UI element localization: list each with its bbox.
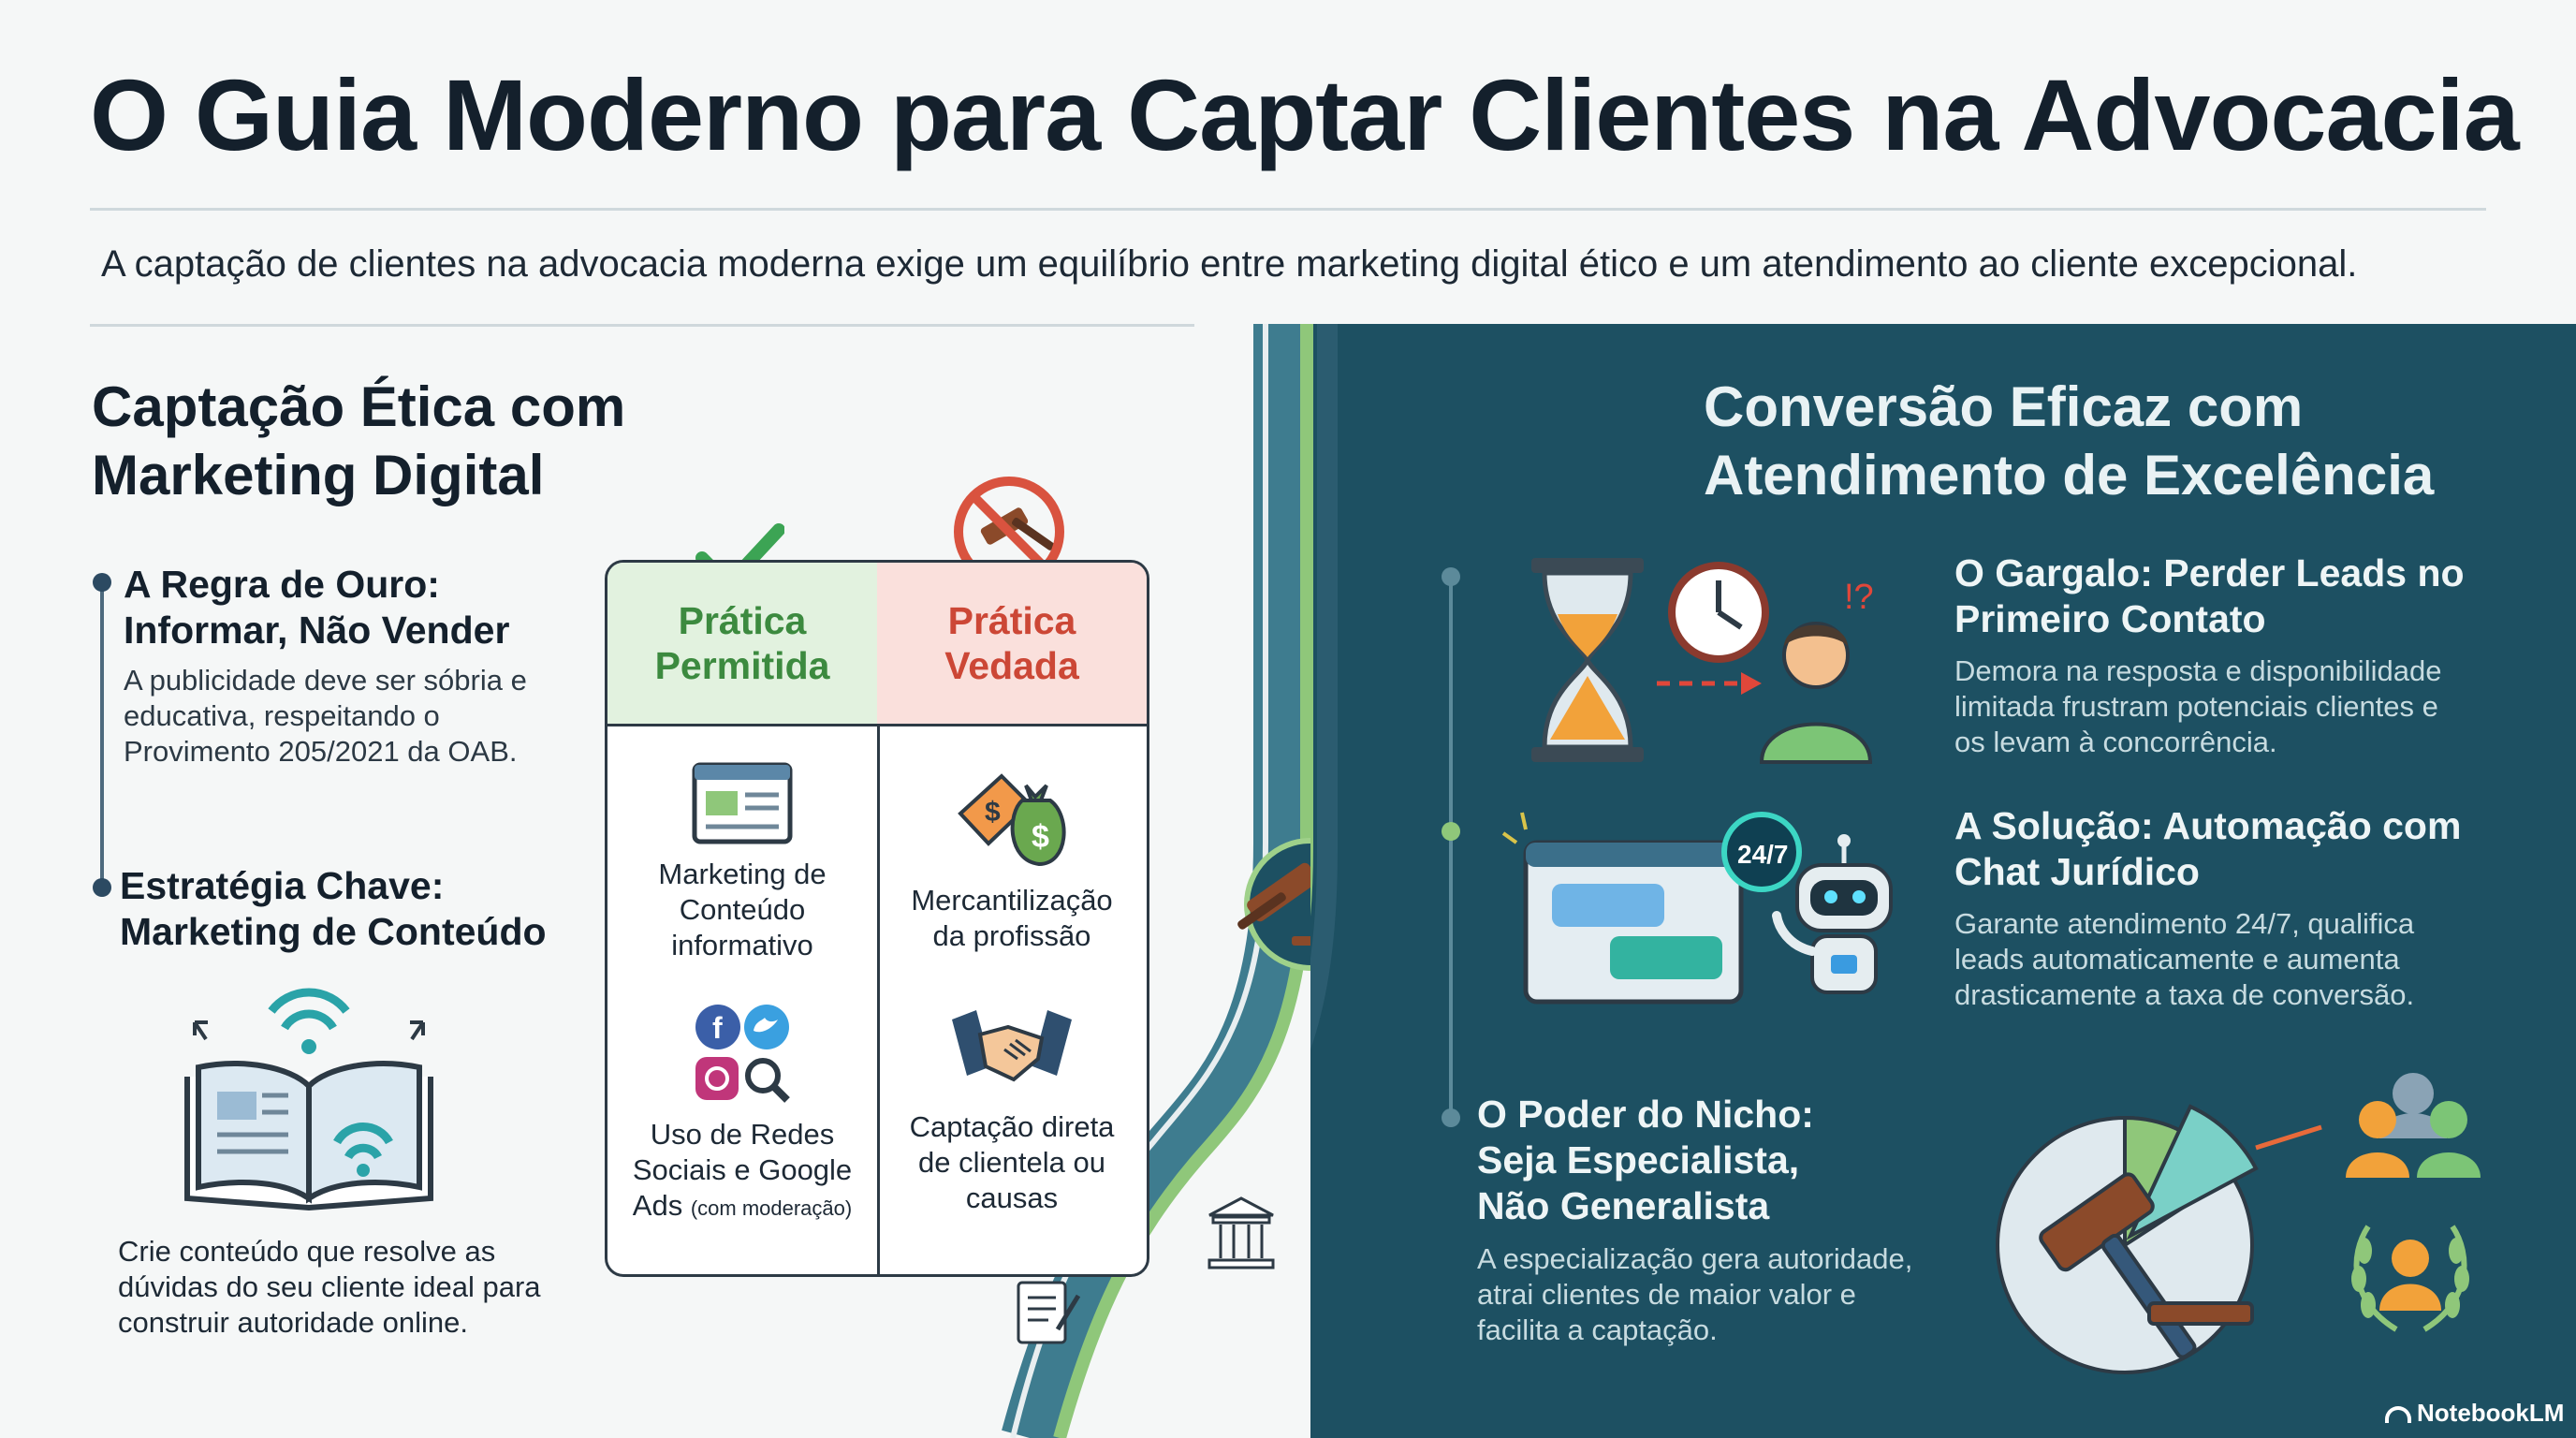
robot-icon <box>1772 834 1893 994</box>
handshake-icon <box>952 1010 1072 1082</box>
practices-table: Prática Permitida Marketing de Conteúdo … <box>605 560 1149 1277</box>
title-divider <box>90 208 2486 211</box>
golden-rule-title: A Regra de Ouro: Informar, Não Vender <box>124 563 510 653</box>
pie-chart-gavel-icon <box>1996 1104 2322 1374</box>
allowed-column: Prática Permitida Marketing de Conteúdo … <box>607 563 880 1274</box>
laurel-person-icon <box>2351 1225 2469 1332</box>
chat-automation-illustration: 24/7 <box>1501 812 1893 1005</box>
allowed-header: Prática Permitida <box>607 563 877 726</box>
frustrated-user-icon: !? <box>1759 578 1874 764</box>
niche-title: O Poder do Nicho: Seja Especialista, Não… <box>1477 1093 1814 1228</box>
svg-text:$: $ <box>1032 819 1049 855</box>
timeline-dot <box>1442 1108 1460 1127</box>
forbidden-item-commercialization: $ $ Mercantilização da profissão <box>877 757 1147 954</box>
left-section-heading: Captação Ética com Marketing Digital <box>92 375 626 507</box>
page-title: O Guia Moderno para Captar Clientes na A… <box>90 58 2520 171</box>
notebooklm-brand: NotebookLM <box>2385 1399 2564 1428</box>
delay-arrow-head <box>1741 672 1762 695</box>
open-book-wifi-icon <box>184 988 433 1211</box>
bottleneck-illustration: !? <box>1531 558 1874 764</box>
left-timeline-line <box>100 580 104 889</box>
bottleneck-text: Demora na resposta e disponibilidade lim… <box>1954 654 2442 758</box>
timeline-dot <box>93 573 111 592</box>
clock-icon <box>1668 562 1769 663</box>
allowed-item-social-ads: f Uso de Redes Sociais e Google Ads (com… <box>607 1001 877 1223</box>
webpage-icon <box>692 762 793 844</box>
road-left-graphic <box>1002 324 1310 1438</box>
niche-text: A especialização gera autoridade, atrai … <box>1477 1242 1913 1346</box>
road-path-graphic <box>1310 324 1338 1049</box>
svg-text:24/7: 24/7 <box>1737 840 1789 869</box>
page-subtitle: A captação de clientes na advocacia mode… <box>101 243 2358 285</box>
solution-title: A Solução: Automação com Chat Jurídico <box>1954 804 2462 894</box>
svg-text:f: f <box>712 1011 723 1045</box>
golden-rule-text: A publicidade deve ser sóbria e educativ… <box>124 664 527 768</box>
key-strategy-text: Crie conteúdo que resolve as dúvidas do … <box>118 1235 541 1339</box>
social-media-icons: f <box>695 1005 790 1103</box>
timeline-dot <box>1442 567 1460 586</box>
forbidden-item-direct-solicitation: Captação direta de clientela ou causas <box>877 1001 1147 1215</box>
money-bag-tag-icon: $ $ <box>958 773 1066 867</box>
hourglass-icon <box>1531 558 1644 762</box>
gavel-icon <box>1237 838 1310 971</box>
timeline-dot <box>1442 822 1460 841</box>
bottleneck-title: O Gargalo: Perder Leads no Primeiro Cont… <box>1954 551 2465 641</box>
solution-text: Garante atendimento 24/7, qualifica lead… <box>1954 907 2415 1011</box>
availability-badge: 24/7 <box>1721 812 1802 892</box>
timeline-dot <box>93 878 111 897</box>
people-group-icon <box>2346 1073 2481 1178</box>
svg-text:!?: !? <box>1844 578 1874 617</box>
section-divider <box>90 324 1194 327</box>
forbidden-header: Prática Vedada <box>877 563 1147 726</box>
courthouse-icon <box>1208 1196 1275 1269</box>
key-strategy-title: Estratégia Chave: Marketing de Conteúdo <box>120 864 547 954</box>
forbidden-column: Prática Vedada $ $ Mercantilização da pr… <box>877 563 1147 1274</box>
right-section-heading: Conversão Eficaz com Atendimento de Exce… <box>1704 375 2435 507</box>
chat-window-icon <box>1501 812 1744 1005</box>
allowed-item-content-marketing: Marketing de Conteúdo informativo <box>607 761 877 962</box>
notebooklm-logo-icon <box>2385 1406 2411 1424</box>
svg-text:$: $ <box>985 797 1001 828</box>
document-pen-icon <box>1017 1281 1081 1344</box>
